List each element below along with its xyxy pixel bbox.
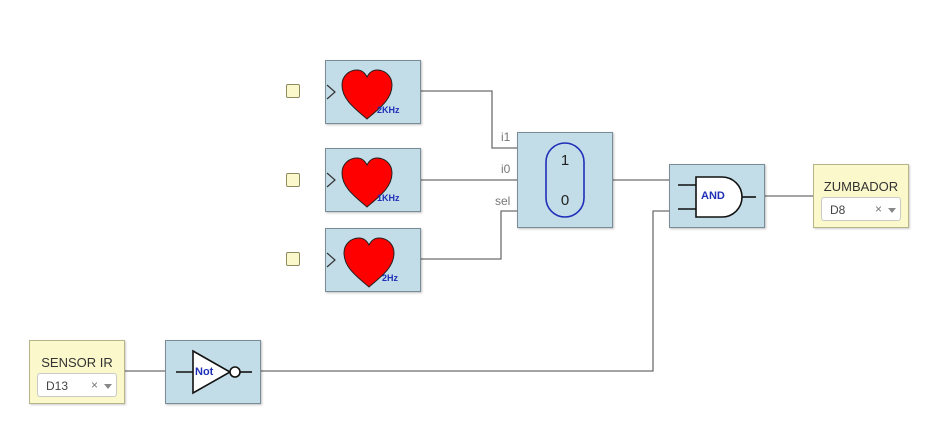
mux-port-i1-label: i1 [501, 130, 511, 144]
sensor-ir-pin-value: D13 [46, 379, 69, 393]
chevron-down-icon[interactable] [104, 384, 112, 389]
clock-block-2hz[interactable]: 2Hz [325, 228, 421, 292]
clock-block-2khz[interactable]: 2KHz [325, 60, 421, 124]
clock-input-arrow [326, 84, 336, 100]
clock-input-arrow [326, 172, 336, 188]
not-gate-label: Not [195, 366, 214, 378]
mux-selector-outline [545, 142, 585, 218]
heart-icon [341, 157, 393, 208]
mux-input-one-digit: 1 [560, 152, 570, 169]
clock-2khz-input-pad[interactable] [286, 84, 300, 98]
not-gate-icon [192, 349, 232, 395]
not-gate-block[interactable]: Not [165, 340, 261, 404]
chevron-down-icon[interactable] [888, 208, 896, 213]
sensor-ir-pin-select[interactable]: D13 × [37, 373, 117, 397]
clock-1khz-input-pad[interactable] [286, 173, 300, 187]
sensor-ir-input-block[interactable]: SENSOR IR D13 × [29, 340, 125, 404]
zumbador-pin-select[interactable]: D8 × [821, 197, 901, 221]
clock-block-1khz[interactable]: 1KHz [325, 148, 421, 212]
heart-icon [343, 237, 395, 288]
and-gate-block[interactable]: AND [669, 164, 765, 228]
and-gate-label: AND [701, 190, 725, 202]
zumbador-pin-value: D8 [830, 203, 846, 217]
wire-2hz-to-sel [421, 210, 517, 260]
multiplexer-block[interactable]: 1 0 [517, 132, 613, 228]
mux-port-sel-label: sel [495, 194, 511, 208]
clock-frequency-label: 1KHz [377, 193, 400, 203]
zumbador-output-block[interactable]: ZUMBADOR D8 × [813, 164, 909, 228]
zumbador-title: ZUMBADOR [823, 179, 899, 194]
mux-input-zero-digit: 0 [560, 192, 570, 209]
wire-2khz-to-i1 [421, 90, 517, 149]
mux-port-i0-label: i0 [501, 162, 511, 176]
sensor-ir-title: SENSOR IR [41, 355, 113, 370]
clock-2hz-input-pad[interactable] [286, 252, 300, 266]
heart-icon [341, 69, 393, 120]
not-bubble-icon [229, 366, 241, 378]
clock-input-arrow [326, 252, 336, 268]
wire-not-to-and [261, 210, 669, 372]
sensor-ir-clear-icon[interactable]: × [91, 378, 99, 392]
clock-frequency-label: 2KHz [377, 105, 400, 115]
clock-frequency-label: 2Hz [382, 273, 399, 283]
and-gate-icon [695, 176, 743, 218]
zumbador-clear-icon[interactable]: × [875, 202, 883, 216]
